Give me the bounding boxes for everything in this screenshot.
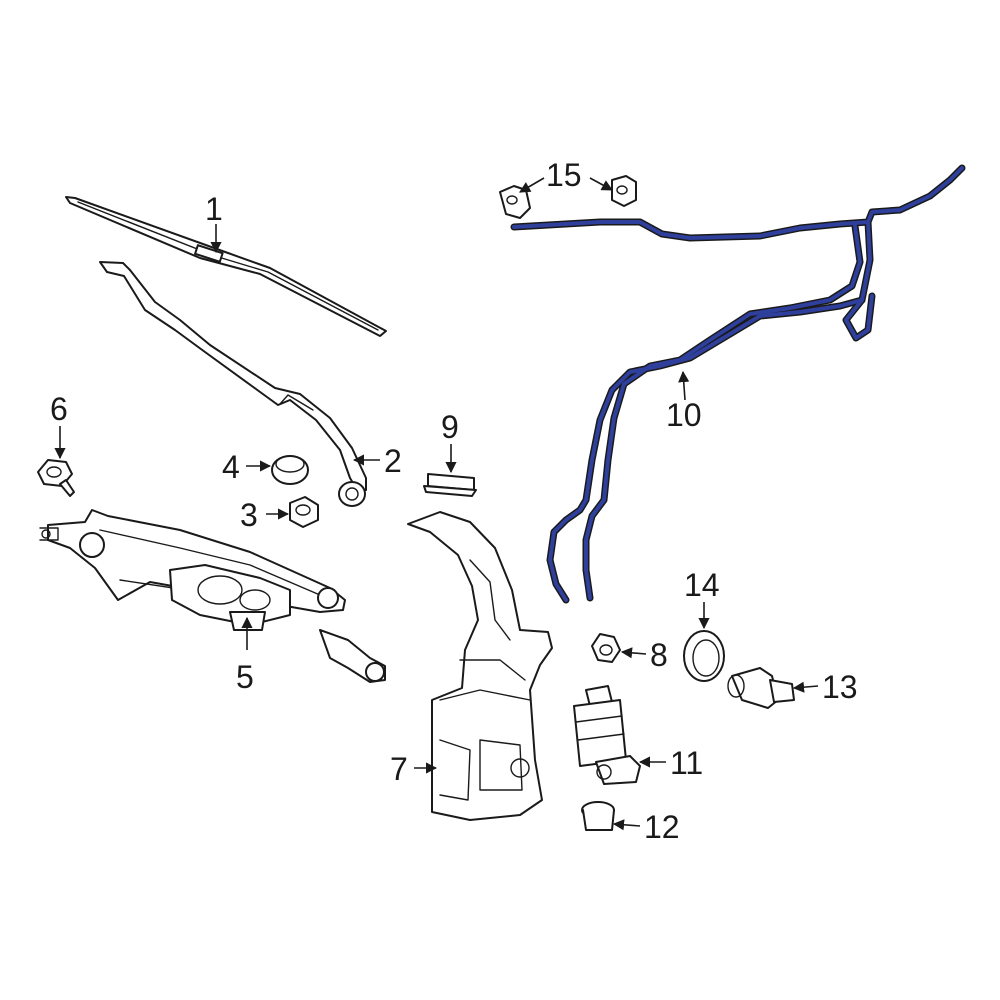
callout-5: 5 xyxy=(236,659,254,695)
callout-10: 10 xyxy=(666,397,702,433)
level-sensor[interactable] xyxy=(727,667,795,709)
callout-6: 6 xyxy=(50,391,68,427)
callout-13: 13 xyxy=(822,669,858,705)
wiper-arm[interactable] xyxy=(99,261,367,507)
callout-labels: 1 2 3 4 5 6 7 8 9 10 11 12 13 14 15 xyxy=(50,157,858,845)
callout-4: 4 xyxy=(222,449,240,485)
washer-reservoir[interactable] xyxy=(407,511,553,821)
grommet[interactable] xyxy=(591,633,621,663)
seal-ring[interactable] xyxy=(683,630,725,682)
callout-15: 15 xyxy=(546,157,582,193)
callout-2: 2 xyxy=(384,443,402,479)
wiper-linkage-motor[interactable] xyxy=(39,509,386,683)
washer-hose[interactable] xyxy=(510,164,966,604)
callout-1: 1 xyxy=(205,191,223,227)
pump-grommet[interactable] xyxy=(581,801,615,831)
pivot-cap[interactable] xyxy=(271,455,309,485)
washer-pump[interactable] xyxy=(573,685,641,785)
callout-11: 11 xyxy=(670,745,703,781)
callout-14: 14 xyxy=(684,567,720,603)
wiper-blade[interactable] xyxy=(65,196,387,337)
callout-3: 3 xyxy=(240,497,258,533)
mounting-bolt[interactable] xyxy=(37,459,75,497)
callout-7: 7 xyxy=(390,751,408,787)
filler-cap[interactable] xyxy=(423,473,477,497)
callout-9: 9 xyxy=(441,409,459,445)
callout-12: 12 xyxy=(644,809,680,845)
leader-lines xyxy=(54,177,819,831)
washer-nozzles[interactable] xyxy=(499,175,637,219)
pivot-nut[interactable] xyxy=(289,496,319,528)
callout-8: 8 xyxy=(650,637,668,673)
